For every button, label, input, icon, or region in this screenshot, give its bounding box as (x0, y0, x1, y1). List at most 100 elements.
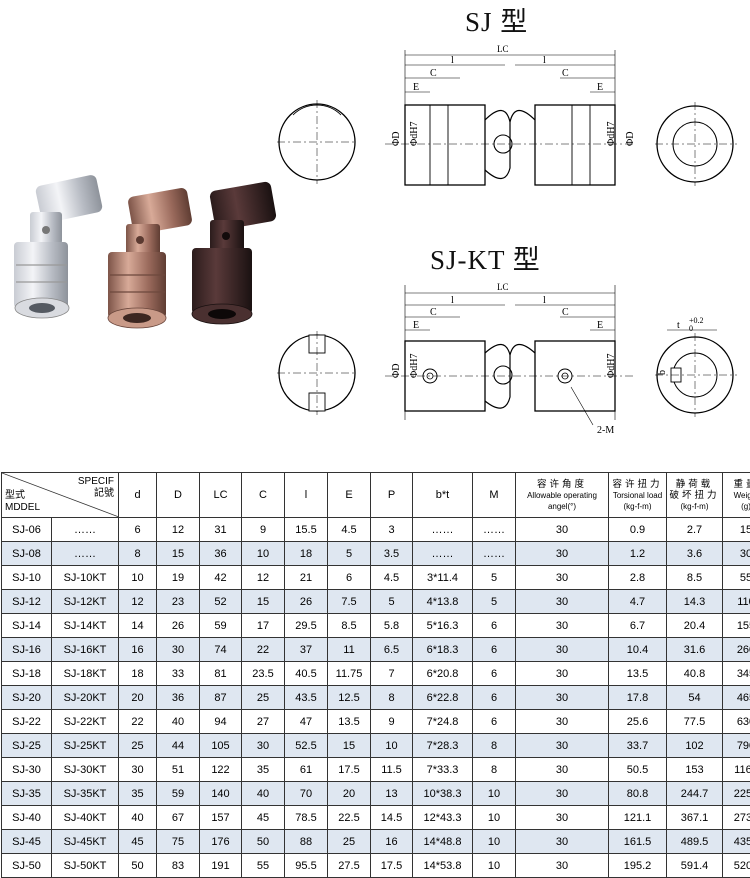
table-cell: 87 (200, 686, 242, 710)
table-cell: SJ-30KT (52, 758, 119, 782)
table-cell: 465 (723, 686, 750, 710)
table-cell: 12*43.3 (413, 806, 473, 830)
table-cell: 2.7 (667, 518, 723, 542)
table-cell: 105 (200, 734, 242, 758)
table-cell: 5.8 (371, 614, 413, 638)
table-cell: 15.5 (285, 518, 328, 542)
table-cell: 10 (119, 566, 157, 590)
svg-text:ΦdH7: ΦdH7 (409, 121, 420, 146)
table-cell: 16 (119, 638, 157, 662)
table-cell: SJ-16 (2, 638, 52, 662)
svg-text:t: t (677, 320, 680, 331)
table-cell: 30 (516, 734, 609, 758)
table-cell: 3.6 (667, 542, 723, 566)
table-cell: 6 (473, 614, 516, 638)
table-cell: 30 (516, 662, 609, 686)
table-cell: 13.5 (609, 662, 667, 686)
table-cell: 44 (157, 734, 200, 758)
table-cell: SJ-10 (2, 566, 52, 590)
table-cell: 23.5 (242, 662, 285, 686)
sj-type-title: SJ 型 (465, 0, 528, 39)
table-cell: 30 (157, 638, 200, 662)
table-cell: 367.1 (667, 806, 723, 830)
silver-coupling-icon (14, 174, 103, 318)
table-cell: 88 (285, 830, 328, 854)
table-cell: 155 (723, 614, 750, 638)
svg-text:C: C (562, 307, 569, 318)
table-cell: 1160 (723, 758, 750, 782)
table-cell: 67 (157, 806, 200, 830)
table-cell: 25.6 (609, 710, 667, 734)
table-cell: SJ-45 (2, 830, 52, 854)
table-cell: 23 (157, 590, 200, 614)
table-cell: 122 (200, 758, 242, 782)
table-cell: SJ-14KT (52, 614, 119, 638)
svg-text:E: E (413, 320, 419, 331)
table-cell: 37 (285, 638, 328, 662)
table-cell: 11.5 (371, 758, 413, 782)
table-cell: 22 (242, 638, 285, 662)
table-cell: 4350 (723, 830, 750, 854)
col-torsion-header: 容许扭力 Torsional load (kg-f-m) (609, 473, 667, 518)
table-cell: 6 (473, 710, 516, 734)
table-cell: SJ-22KT (52, 710, 119, 734)
table-cell: 40.8 (667, 662, 723, 686)
table-cell: 33.7 (609, 734, 667, 758)
table-cell: 4*13.8 (413, 590, 473, 614)
table-cell: 16 (371, 830, 413, 854)
table-cell: …… (413, 518, 473, 542)
table-cell: 2730 (723, 806, 750, 830)
table-cell: 30 (516, 590, 609, 614)
svg-text:l: l (451, 295, 454, 306)
svg-text:ΦD: ΦD (391, 131, 402, 146)
table-cell: 40 (242, 782, 285, 806)
table-cell: 3 (371, 518, 413, 542)
table-cell: 345 (723, 662, 750, 686)
table-cell: SJ-14 (2, 614, 52, 638)
table-cell: 2255 (723, 782, 750, 806)
table-cell: 10 (371, 734, 413, 758)
copper-coupling-icon (108, 187, 193, 328)
table-cell: 102 (667, 734, 723, 758)
table-cell: 30 (516, 782, 609, 806)
table-cell: 176 (200, 830, 242, 854)
table-cell: 13 (371, 782, 413, 806)
table-cell: 8 (371, 686, 413, 710)
table-cell: 489.5 (667, 830, 723, 854)
table-cell: 10 (473, 782, 516, 806)
table-cell: 36 (157, 686, 200, 710)
table-cell: …… (413, 542, 473, 566)
table-cell: 260 (723, 638, 750, 662)
svg-text:E: E (413, 82, 419, 93)
table-cell: 6*22.8 (413, 686, 473, 710)
col-P-header: P (371, 473, 413, 518)
table-cell: 30 (516, 686, 609, 710)
table-cell: 33 (157, 662, 200, 686)
m-thread-label: 2-M (597, 425, 614, 436)
table-cell: 6 (119, 518, 157, 542)
col-LC-header: LC (200, 473, 242, 518)
table-cell: 12.5 (328, 686, 371, 710)
table-cell: 110 (723, 590, 750, 614)
table-cell: …… (52, 542, 119, 566)
svg-text:LC: LC (497, 282, 509, 292)
table-cell: …… (473, 518, 516, 542)
table-cell: 15 (242, 590, 285, 614)
table-cell: 51 (157, 758, 200, 782)
table-cell: 30 (516, 566, 609, 590)
table-cell: 30 (516, 542, 609, 566)
table-cell: SJ-40KT (52, 806, 119, 830)
table-cell: 5*16.3 (413, 614, 473, 638)
table-cell: SJ-18 (2, 662, 52, 686)
table-cell: 18 (285, 542, 328, 566)
col-C-header: C (242, 473, 285, 518)
table-cell: SJ-35 (2, 782, 52, 806)
table-cell: 3.5 (371, 542, 413, 566)
table-cell: 30 (119, 758, 157, 782)
table-cell: 25 (242, 686, 285, 710)
